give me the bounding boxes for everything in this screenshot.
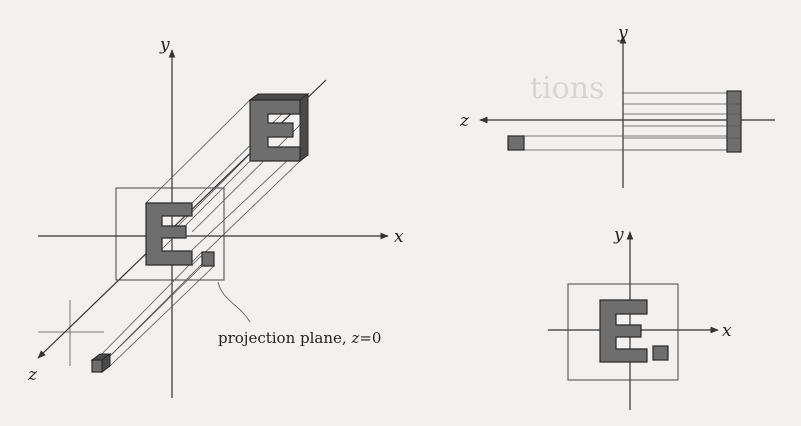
projected-e bbox=[145, 202, 193, 266]
left-z-label: z bbox=[27, 365, 38, 385]
side-y-label: y bbox=[617, 23, 628, 43]
e-block-3d bbox=[248, 93, 310, 162]
projection-plane-caption: projection plane, z=0 bbox=[218, 329, 381, 347]
caption-leader bbox=[217, 281, 251, 323]
bottom-right-figure: y x bbox=[548, 225, 732, 410]
z-axis bbox=[37, 79, 327, 359]
e-side-view bbox=[726, 90, 742, 153]
left-x-label: x bbox=[394, 227, 404, 247]
left-y-label: y bbox=[159, 35, 170, 55]
e-front-view bbox=[599, 299, 648, 363]
small-block-side bbox=[507, 135, 525, 151]
small-square-front bbox=[652, 345, 669, 361]
side-projector-lines bbox=[524, 92, 727, 151]
side-z-label: z bbox=[459, 111, 470, 131]
front-x-label: x bbox=[722, 321, 732, 341]
reference-cross bbox=[38, 300, 104, 366]
front-y-label: y bbox=[613, 225, 624, 245]
background-text: tions bbox=[530, 71, 604, 106]
small-block-3d bbox=[90, 353, 112, 373]
projected-square bbox=[201, 251, 215, 267]
front-view-frame bbox=[567, 283, 679, 381]
top-right-figure: y z bbox=[459, 23, 775, 188]
left-figure: y x z projection plane, z=0 bbox=[27, 35, 404, 398]
